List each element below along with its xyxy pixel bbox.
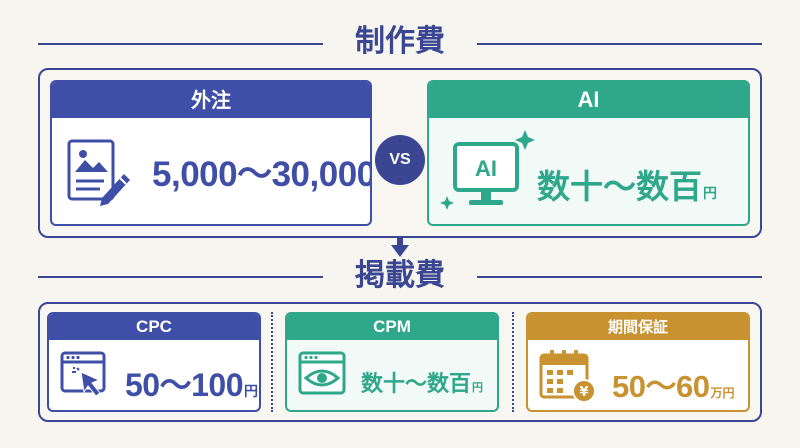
cpm-card-header: CPM: [287, 314, 497, 340]
calendar-yen-icon: ¥: [538, 347, 600, 409]
ai-monitor-icon: AI: [439, 126, 539, 222]
guarantee-price-unit: 万円: [710, 386, 735, 400]
cpm-price-value: 数十〜数百: [361, 372, 472, 397]
header-line-left: [38, 43, 323, 45]
header-line-right: [477, 43, 762, 45]
ad-header-line-right: [477, 276, 762, 278]
ad-cost-title: 掲載費: [355, 258, 445, 293]
guarantee-price-value: 50〜60: [612, 369, 710, 404]
outsource-card: 外注 5,000〜30,000円: [50, 80, 372, 226]
arrow-down-icon: [391, 236, 409, 262]
guarantee-price: 50〜60万円: [612, 361, 734, 406]
guarantee-card-header: 期間保証: [528, 314, 748, 340]
cpc-card: CPC 50〜100円: [47, 312, 261, 412]
cpc-card-header: CPC: [49, 314, 259, 340]
browser-click-icon: [59, 350, 111, 406]
ai-price-value: 数十〜数百: [537, 167, 702, 206]
production-cost-title: 制作費: [355, 24, 445, 59]
outsource-card-header: 外注: [52, 82, 370, 118]
cpm-price-unit: 円: [472, 381, 484, 394]
outsource-price: 5,000〜30,000円: [152, 146, 372, 197]
cpc-price: 50〜100円: [125, 360, 258, 406]
ai-card: AI AI 数十〜数百円: [427, 80, 750, 226]
outsource-price-value: 5,000〜30,000: [152, 155, 372, 194]
divider-2: [512, 312, 514, 412]
document-edit-icon: [66, 138, 132, 210]
guarantee-card: 期間保証 ¥ 50〜60万円: [526, 312, 750, 412]
vs-badge: VS: [375, 135, 425, 185]
ai-price-unit: 円: [703, 186, 717, 202]
ad-header-line-left: [38, 276, 323, 278]
ai-screen-text: AI: [475, 156, 497, 181]
ai-price: 数十〜数百円: [537, 160, 717, 208]
cpm-card: CPM 数十〜数百円: [285, 312, 499, 412]
browser-eye-icon: [297, 350, 349, 404]
divider-1: [271, 312, 273, 412]
cpc-price-unit: 円: [244, 384, 258, 400]
ai-card-header: AI: [429, 82, 748, 118]
cpm-price: 数十〜数百円: [361, 366, 483, 398]
yen-symbol: ¥: [579, 385, 588, 400]
cpc-price-value: 50〜100: [125, 367, 244, 403]
